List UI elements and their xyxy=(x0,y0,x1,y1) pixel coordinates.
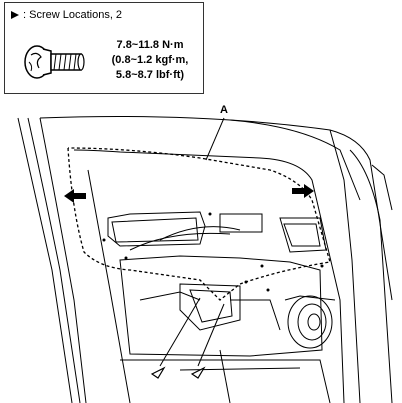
legend-box: : Screw Locations, 2 7.8~11.8 N·m (0.8~1… xyxy=(4,2,204,94)
window-glass-outline xyxy=(67,147,331,301)
callout-label-a: A xyxy=(220,104,228,116)
torque-spec: 7.8~11.8 N·m (0.8~1.2 kgf·m, 5.8~8.7 lbf… xyxy=(99,38,201,83)
screw-leader-2 xyxy=(197,303,225,367)
right-arrow-icon xyxy=(292,184,314,198)
torque-kgfm: (0.8~1.2 kgf·m, xyxy=(111,54,189,66)
torque-lbfft: 5.8~8.7 lbf·ft) xyxy=(115,69,185,81)
callout-leader xyxy=(205,117,225,161)
fastener-dots xyxy=(102,212,324,292)
door-diagram xyxy=(17,116,393,403)
triangle-marker-icon xyxy=(190,366,206,379)
legend-screw-locations: : Screw Locations, 2 xyxy=(11,9,122,21)
screw-icon xyxy=(24,45,85,79)
door-frame xyxy=(17,116,393,403)
triangle-marker-icon xyxy=(150,366,166,379)
torque-nm: 7.8~11.8 N·m xyxy=(116,39,184,51)
screw-leader-1 xyxy=(159,297,201,367)
arrow-marker-icon xyxy=(11,11,19,19)
legend-screw-locations-text: : Screw Locations, 2 xyxy=(23,9,123,21)
left-arrow-icon xyxy=(64,189,86,203)
